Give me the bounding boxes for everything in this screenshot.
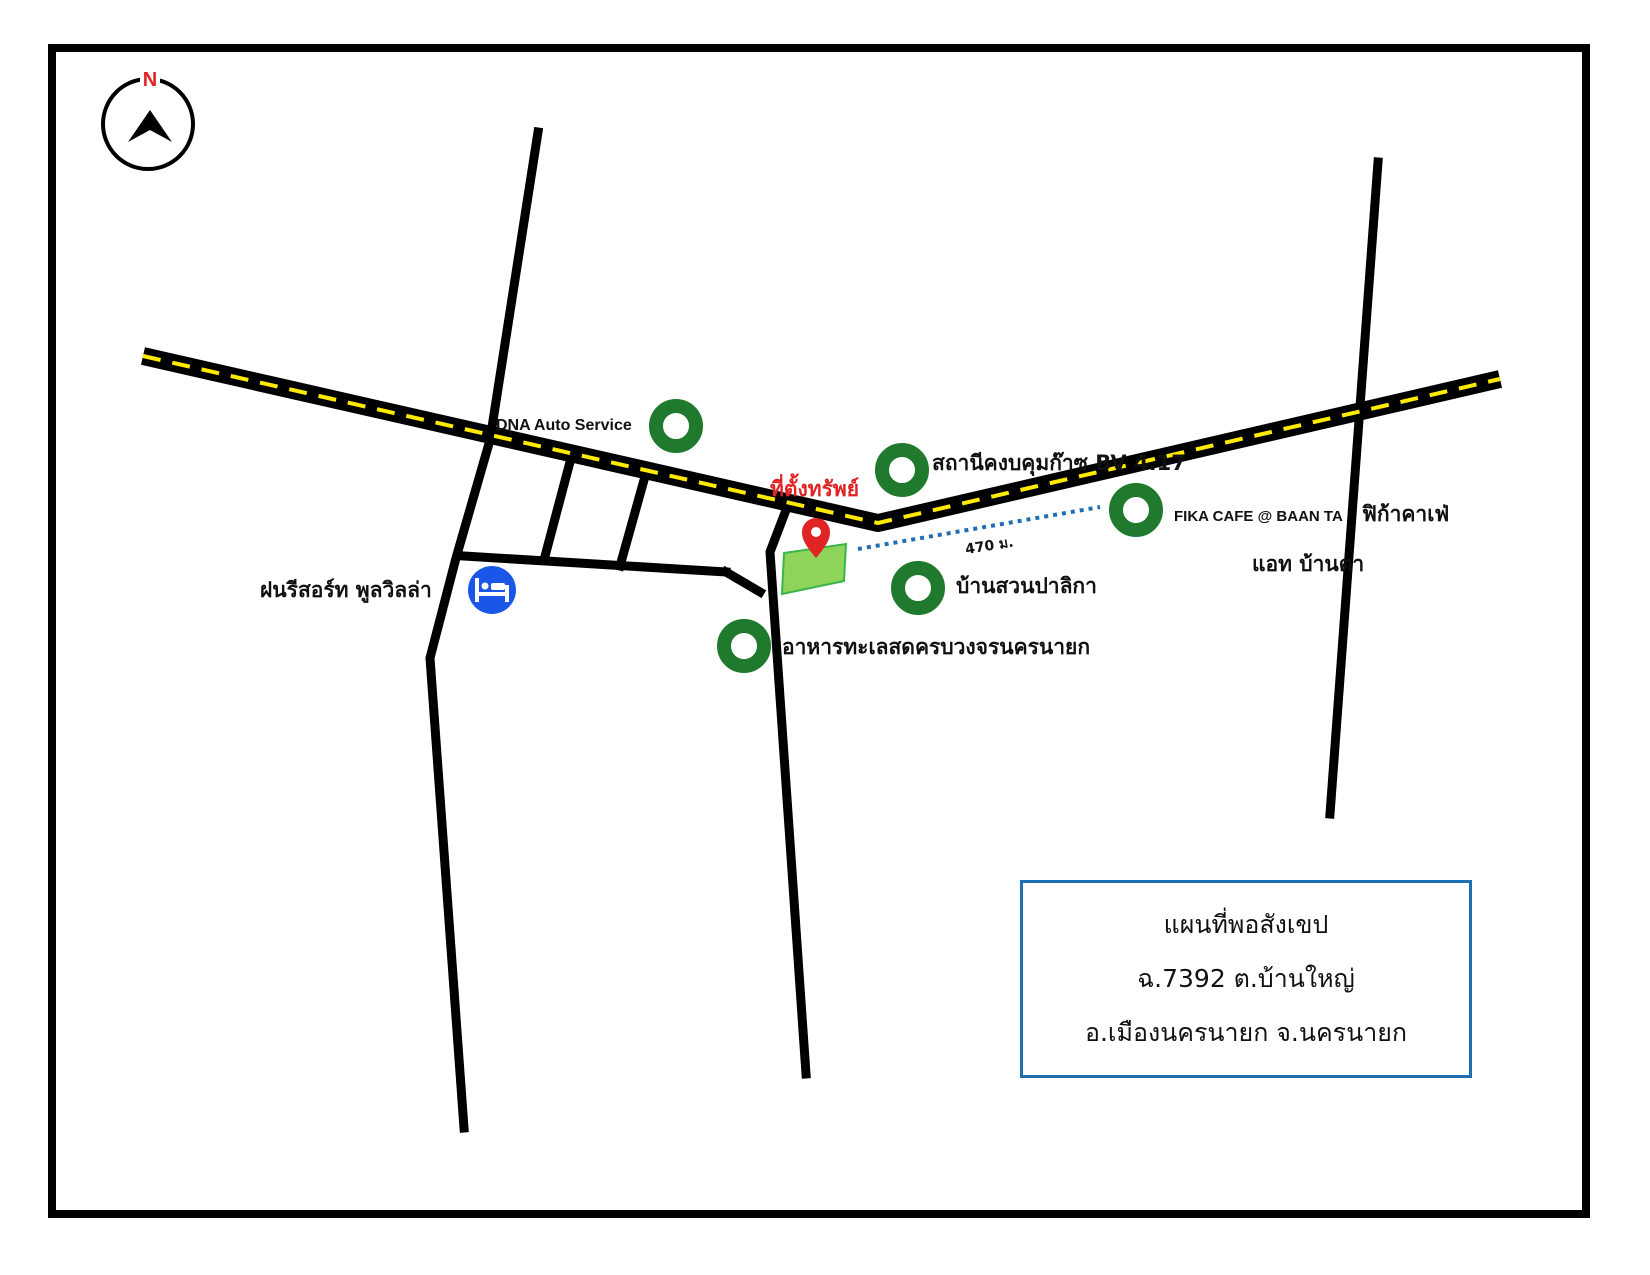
property-plot[interactable] (780, 542, 848, 596)
info-box-deed: ฉ.7392 ต.บ้านใหญ่ (1137, 964, 1355, 993)
info-box-location: อ.เมืองนครนายก จ.นครนายก (1084, 1018, 1408, 1047)
road-east (1325, 157, 1383, 819)
distance-label: 470 ม. (964, 535, 1015, 558)
location-pin-icon[interactable] (802, 518, 830, 558)
compass-gap (140, 70, 160, 90)
property-label: ที่ตั้งทรัพย์ (770, 473, 859, 501)
compass: N (101, 69, 195, 171)
road-side-street-2 (614, 474, 650, 572)
sketch-map: N 470 ม. ที่ตั้งทรัพย์ (101, 69, 1503, 1133)
poi-label-fika-en: FIKA CAFE @ BAAN TA (1174, 508, 1343, 525)
poi-label-fika-th: ฟิก้าคาเฟ่ (1361, 502, 1449, 526)
poi-label-seafood: อาหารทะเลสดครบวงจรนครนายก (782, 635, 1090, 659)
highway-center-line (142, 354, 1501, 525)
main-highway (141, 347, 1503, 532)
map-frame: N 470 ม. ที่ตั้งทรัพย์ (48, 44, 1590, 1218)
poi-marker-icon[interactable] (891, 561, 945, 615)
info-box-title: แผนที่พอสังเขป (1163, 910, 1329, 939)
road-side-street-1 (538, 456, 576, 566)
compass-north-label: N (143, 69, 157, 91)
local-roads (425, 126, 1383, 1133)
road-lower-connector-bend (719, 565, 767, 599)
road-lower-connector (459, 551, 731, 577)
poi-label-resort: ฝนรีสอร์ท พูลวิลล่า (260, 578, 432, 604)
poi-marker-icon[interactable] (1109, 483, 1163, 537)
north-arrow-icon (128, 110, 172, 142)
road-west (425, 126, 544, 1133)
poi-label-fika-th-2: แอท บ้านตา (1252, 552, 1364, 576)
poi-marker-icon[interactable] (717, 619, 771, 673)
poi-marker-icon[interactable] (649, 399, 703, 453)
info-box: แผนที่พอสังเขป ฉ.7392 ต.บ้านใหญ่ อ.เมือง… (1020, 880, 1472, 1078)
poi-label-dna: DNA Auto Service (496, 417, 632, 434)
poi-label-baan-suan: บ้านสวนปาลิกา (956, 574, 1097, 598)
road-south (765, 504, 811, 1079)
poi-marker-icon[interactable] (875, 443, 929, 497)
hotel-bed-icon[interactable] (468, 566, 516, 614)
poi-label-gas-station: สถานีคงบคุมก๊าซ BV 4.17 (932, 451, 1186, 477)
